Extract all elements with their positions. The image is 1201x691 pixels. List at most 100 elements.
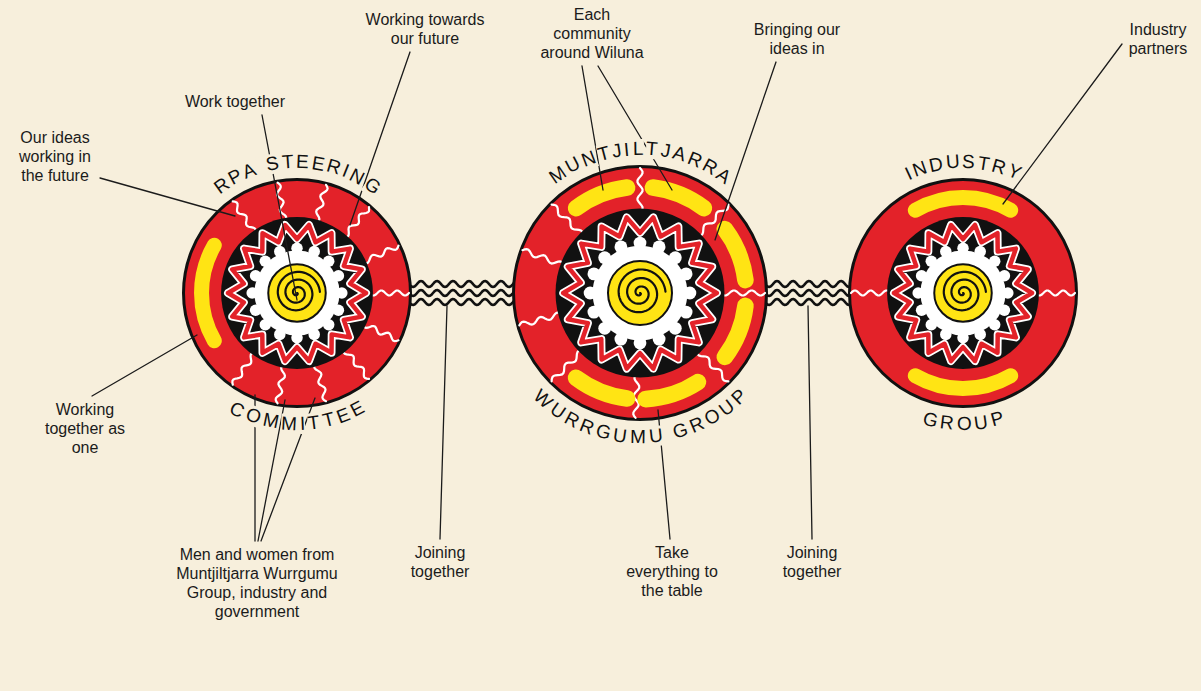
wavy-divider [721,291,765,296]
joining-connector [409,281,514,305]
circle-heading: GROUP [918,407,1009,436]
heading-letter: T [307,412,321,433]
leader-line [254,395,255,541]
heading-letter: Y [1005,161,1025,184]
sun-ray [250,270,262,282]
zigzag-outline [563,217,717,368]
heading-letter: T [281,152,294,173]
heading-letter: E [296,152,310,173]
wavy-divider [369,291,409,296]
sun-ray [989,319,1001,331]
sun-ray [653,333,666,346]
white-sun [254,250,339,335]
sun-ray [336,287,348,299]
sun-ray [260,319,272,331]
wavy-divider [232,352,255,384]
sun-ray [669,251,682,264]
sun-ray [333,270,345,282]
emblem-node: MUNTJILTJARRAWURRGUMU GROUP [472,125,808,461]
callout-label: Men and women from Muntjiltjarra Wurrgum… [166,545,348,621]
sun-ray [274,329,286,341]
heading-letter: I [623,139,630,159]
wavy-divider [1035,291,1075,296]
sun-ray [323,256,335,267]
outer-ring [514,167,767,420]
heading-letter: U [648,425,664,446]
leader-line [261,398,315,541]
heading-letter: R [939,412,955,434]
sun-ray [957,332,969,344]
leader-line [582,66,603,190]
yellow-bar [576,188,627,209]
sun-ray [323,319,335,331]
emblem-node: INDUSTRY GROUP [808,138,1118,448]
sun-ray [588,306,601,319]
callout-label: Our ideas working in the future [7,128,103,185]
callout-label: Joining together [770,543,854,581]
leader-line [440,306,447,539]
sun-ray [680,306,693,319]
heading-letter: T [976,153,991,175]
heading-letter: D [927,154,945,176]
sun-ray [598,322,611,335]
heading-letter: S [264,153,280,175]
black-ring [221,217,373,369]
circle-heading: COMMITTEE [225,397,369,436]
leader-line [808,306,812,539]
sun-ray [291,332,303,344]
callout-label: Working together as one [39,400,131,457]
sun-ray [916,304,928,316]
sun-ray [926,319,938,331]
yellow-bar [915,376,1010,389]
sun-ray [615,333,628,346]
wavy-line [409,290,514,296]
heading-letter: T [645,139,658,160]
circle-heading: INDUSTRY [896,150,1026,186]
callout-label: Working towards our future [355,10,495,48]
emblem-node: RPA STEERING COMMITTEE [142,138,452,448]
sun-ray [246,287,258,299]
leader-line [100,178,235,216]
heading-letter: O [957,414,972,434]
heading-letter: M [281,413,298,434]
outer-ring [184,180,411,407]
wavy-divider [276,364,285,403]
wavy-divider [233,201,256,233]
sun-ray [308,246,320,258]
circle-heading: RPA STEERING [210,150,385,198]
sun-ray [926,256,938,267]
leader-line [262,115,297,300]
sun-ray [250,304,262,316]
sun-ray [974,329,986,341]
yellow-bar [725,306,746,357]
black-ring [556,209,725,378]
yellow-core [608,261,672,325]
sun-ray [615,241,628,254]
wavy-divider [638,168,643,212]
heading-letter: M [261,410,281,433]
wavy-divider [343,349,369,379]
zigzag-outline [894,225,1032,361]
sun-ray [940,246,952,258]
wavy-divider [523,249,565,265]
yellow-bar [915,198,1010,211]
sun-ray [634,237,647,250]
heading-letter: J [610,140,623,161]
zigzag [563,217,717,368]
wavy-divider [316,185,328,223]
zigzag [894,225,1032,361]
sun-ray [940,329,952,341]
yellow-bar [646,382,698,399]
circle-emblem [142,138,452,448]
yellow-bar [725,229,746,280]
leader-line [1003,44,1122,204]
sun-ray [989,256,1001,267]
zigzag-outline [228,225,366,361]
sun-ray [274,246,286,258]
wavy-line [765,290,851,296]
heading-letter: T [320,409,336,431]
callout-label: Joining together [398,543,482,581]
leader-line [258,400,285,541]
sun-ray [999,304,1011,316]
